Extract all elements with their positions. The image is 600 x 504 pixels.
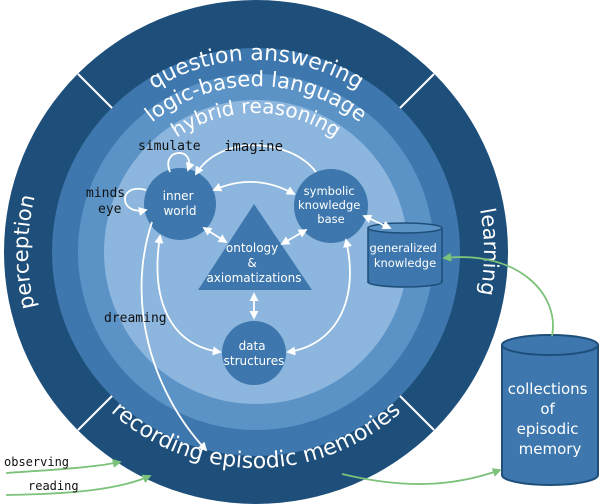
arrow-dreaming xyxy=(140,221,208,452)
label-simulate: simulate xyxy=(138,139,201,154)
node-data-structures xyxy=(222,321,286,385)
arrow-recording-to-episodic xyxy=(341,468,502,485)
node-ontology-triangle xyxy=(198,204,312,290)
arrow-reading xyxy=(5,474,152,496)
node-symbolic-kb-label: symbolic knowledge base xyxy=(298,184,364,226)
green-arrows xyxy=(5,252,554,496)
node-episodic-memory xyxy=(501,334,599,486)
node-data-structures-label: data structures xyxy=(224,339,285,368)
arrow-kb-ontology xyxy=(280,229,308,245)
node-symbolic-knowledge-base xyxy=(294,169,368,243)
arrow-episodic-to-generalized xyxy=(442,252,554,337)
white-arrows xyxy=(124,144,392,452)
node-ontology-label: ontology & axiomatizations xyxy=(206,241,301,285)
ring-dividers xyxy=(77,73,435,431)
label-dreaming: dreaming xyxy=(104,311,167,326)
arrow-inner-kb xyxy=(212,181,296,195)
arrow-observing xyxy=(5,458,122,474)
arrow-minds-eye xyxy=(124,187,148,216)
arrow-simulate xyxy=(167,152,195,173)
label-imagine: imagine xyxy=(224,139,283,155)
node-generalized-label: generalized knowledge xyxy=(370,241,441,270)
arrow-imagine xyxy=(195,144,317,176)
node-inner-world-label: inner world xyxy=(163,189,198,218)
node-generalized-knowledge xyxy=(367,222,443,288)
node-episodic-label: collections of episodic memory xyxy=(508,380,593,458)
label-minds-eye: minds eye xyxy=(86,186,133,217)
arrow-kb-generalized xyxy=(362,214,392,230)
label-observing: observing xyxy=(4,455,69,469)
label-reading: reading xyxy=(28,479,79,493)
arrow-kb-data xyxy=(286,238,353,356)
node-inner-world xyxy=(144,168,216,240)
arrow-inner-data xyxy=(154,234,222,356)
